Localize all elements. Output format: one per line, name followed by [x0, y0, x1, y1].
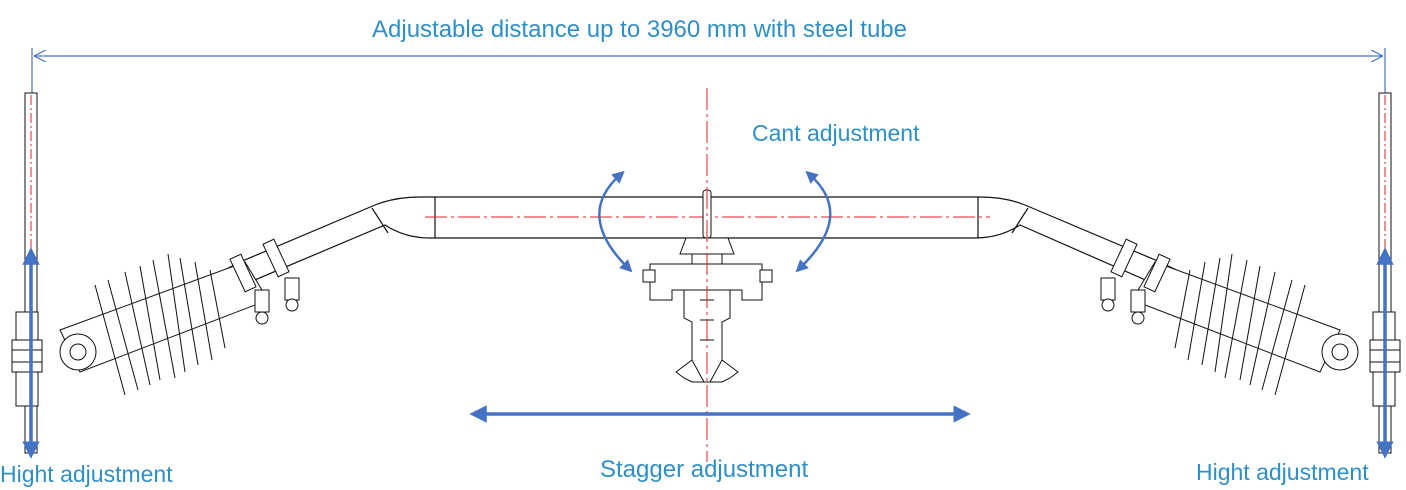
- cant-adjustment-label: Cant adjustment: [752, 120, 920, 146]
- cant-arrow-right: [795, 170, 832, 273]
- central-clamp: [642, 189, 773, 383]
- cant-arrow-left: [598, 170, 633, 273]
- left-support-rod: [11, 92, 43, 454]
- dimension-label: Adjustable distance up to 3960 mm with s…: [372, 16, 907, 43]
- dimension-line: [31, 48, 1386, 100]
- stagger-adjustment-label: Stagger adjustment: [600, 456, 809, 483]
- height-adjustment-label-left: Hight adjustment: [0, 461, 173, 487]
- right-insulator: [1100, 238, 1359, 396]
- height-adjustment-label-right: Hight adjustment: [1196, 459, 1369, 485]
- left-insulator: [59, 238, 300, 396]
